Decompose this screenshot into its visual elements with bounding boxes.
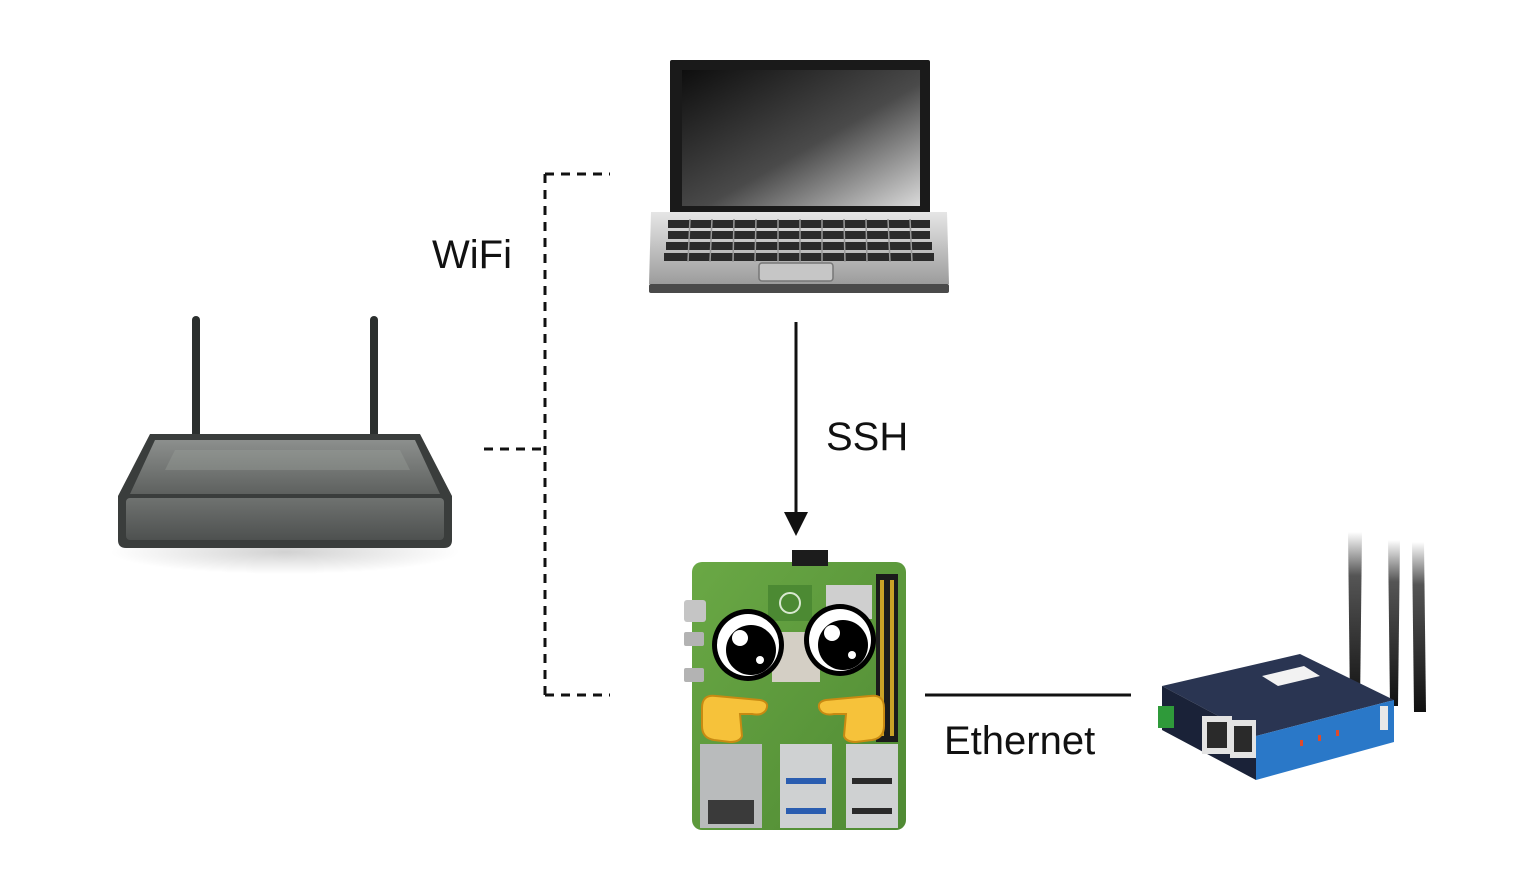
wifi-connector [484,172,610,697]
laptop-icon [649,60,949,293]
ssh-label: SSH [826,415,908,459]
raspberry-pi-board-icon [684,550,906,830]
ethernet-label: Ethernet [944,719,1095,763]
wifi-label: WiFi [432,233,512,277]
industrial-lte-router-icon [1158,532,1426,780]
wifi-router-icon [110,316,460,574]
ssh-arrow [784,322,808,536]
